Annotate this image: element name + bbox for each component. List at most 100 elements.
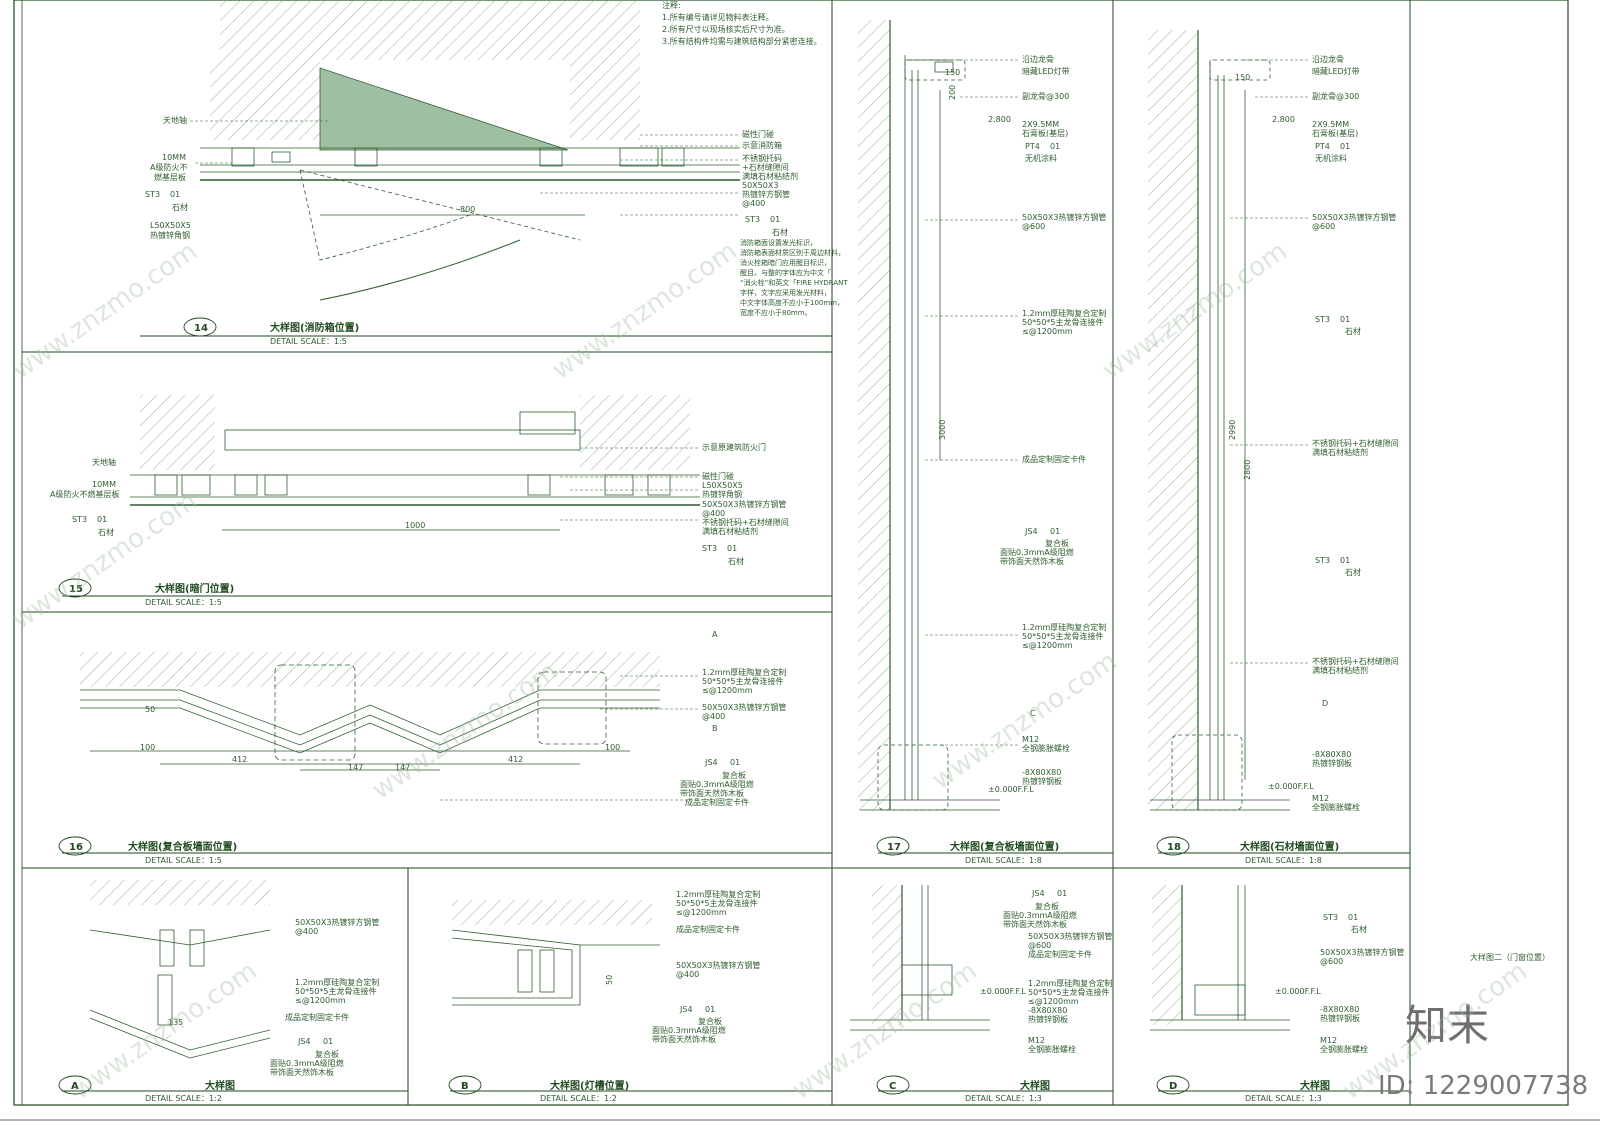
tag-code: JS4 [704, 758, 718, 767]
label: 不锈钢托码 [742, 153, 782, 163]
label: 1.2mm厚硅陶复合定制 [702, 667, 786, 677]
label: 复合板 [698, 1016, 722, 1026]
label: 成品定制固定卡件 [285, 1012, 349, 1022]
label: 示意消防箱 [742, 140, 782, 150]
callout-b: B [712, 724, 718, 733]
label: 成品定制固定卡件 [1022, 454, 1086, 464]
detail-c-number: C [889, 1081, 896, 1092]
label: ≤@1200mm [1028, 997, 1079, 1006]
label: 2X9.5MM [1022, 120, 1059, 129]
dimension: 100 [605, 743, 620, 752]
label: 不锈钢托码+石材缝隙间 [1312, 438, 1399, 448]
label: 暗藏LED灯带 [1022, 66, 1070, 76]
detail-17-drawing [858, 20, 1000, 811]
dimension: 3000 [938, 420, 947, 440]
label: 全钢膨胀螺栓 [1312, 802, 1360, 812]
detail-16-labels: 1.2mm厚硅陶复合定制 50*50*5主龙骨连接件 ≤@1200mm 50X5… [140, 630, 786, 807]
dimension: 135 [168, 1018, 183, 1027]
label: @400 [742, 199, 765, 208]
label: 石材 [98, 527, 114, 537]
label: 复合板 [722, 770, 746, 780]
label: 带饰面天然饰木板 [1000, 556, 1064, 566]
label: 热镀锌角钢 [702, 489, 742, 499]
label: @400 [676, 970, 699, 979]
label: 副龙骨@300 [1312, 91, 1359, 101]
detail-b-scale: DETAIL SCALE：1:2 [540, 1094, 617, 1103]
detail-14-number: 14 [194, 323, 208, 334]
detail-17-labels: 沿边龙骨 暗藏LED灯带 副龙骨@300 2X9.5MM 石膏板(基层) PT4… [938, 54, 1106, 794]
detail-14-labels: 天地轴 10MM A级防火不 燃基层板 ST3 01 石材 L50X50X5 热… [145, 115, 848, 317]
level: ±0.000F.F.L [980, 987, 1026, 996]
detail-a-title: 大样图 [205, 1079, 235, 1092]
label: M12 [1312, 794, 1329, 803]
tag-code: ST3 [702, 544, 717, 553]
label: 50*50*5主龙骨连接件 [295, 986, 376, 996]
label: 面贴0.3mmA级阻燃 [270, 1058, 344, 1068]
label: @400 [702, 509, 725, 518]
label: 热镀锌钢板 [1320, 1013, 1360, 1023]
label: 副龙骨@300 [1022, 91, 1069, 101]
label: 磁性门碰 [742, 129, 774, 139]
notes: 注释: 1.所有编号请详见物料表注释。 2.所有尺寸以现场核实后尺寸为准。 3.… [662, 0, 822, 46]
detail-15-scale: DETAIL SCALE：1:5 [145, 598, 222, 607]
detail-c-d-drawing [850, 885, 1290, 1031]
tag-number: 01 [730, 758, 740, 767]
tag-number: 01 [1050, 142, 1060, 151]
label: 50*50*5主龙骨连接件 [1028, 987, 1109, 997]
detail-a-b-drawing [89, 880, 660, 1059]
detail-16-title: 大样图(复合板墙面位置) [128, 840, 237, 853]
label: 全钢膨胀螺栓 [1320, 1044, 1368, 1054]
level: 2.800 [1272, 115, 1295, 124]
label: 2X9.5MM [1312, 120, 1349, 129]
label: 热镀锌钢板 [1022, 776, 1062, 786]
label: 沿边龙骨 [1022, 54, 1054, 64]
label: 带饰面天然饰木板 [1003, 919, 1067, 929]
tag-code: ST3 [1315, 315, 1330, 324]
detail-titles: 14 大样图(消防箱位置) DETAIL SCALE：1:5 15 大样图(暗门… [69, 321, 1339, 1103]
label: 50*50*5主龙骨连接件 [1022, 317, 1103, 327]
label: 热镀锌角钢 [150, 230, 190, 240]
label: ≤@1200mm [702, 686, 753, 695]
label: 10MM [162, 153, 186, 162]
detail-15-number: 15 [69, 584, 83, 595]
note-line: 消火栓箱暗门应用醒目标识， [740, 258, 831, 267]
level: ±0.000F.F.L [988, 785, 1034, 794]
dimension: 412 [508, 755, 523, 764]
detail-a-number: A [71, 1081, 79, 1092]
label: 50X50X3 [742, 181, 778, 190]
tag-number: 01 [1057, 889, 1067, 898]
label: 面贴0.3mmA级阻燃 [1003, 910, 1077, 920]
label: 50*50*5主龙骨连接件 [676, 898, 757, 908]
label: 50X50X3热镀锌方钢管 [702, 499, 786, 509]
detail-d-labels: ST3 01 石材 50X50X3热镀锌方钢管 @600 ±0.000F.F.L… [1275, 913, 1404, 1054]
tag-code: JS4 [297, 1037, 311, 1046]
tag-number: 01 [170, 190, 180, 199]
label: 50*50*5主龙骨连接件 [702, 676, 783, 686]
detail-17-scale: DETAIL SCALE：1:8 [965, 856, 1042, 865]
label: @600 [1312, 222, 1335, 231]
detail-a-scale: DETAIL SCALE：1:2 [145, 1094, 222, 1103]
notes-line-3: 3.所有结构件均需与建筑结构部分紧密连接。 [662, 36, 822, 46]
level: 2.800 [988, 115, 1011, 124]
leader-lines [190, 59, 1310, 801]
label: 50X50X3热镀锌方钢管 [676, 960, 760, 970]
label: 面贴0.3mmA级阻燃 [680, 779, 754, 789]
label: M12 [1022, 735, 1039, 744]
dimension: 147 [348, 763, 363, 772]
label: 全钢膨胀螺栓 [1022, 743, 1070, 753]
note-line: 消防箱面设置发光标识， [740, 238, 817, 247]
detail-b-number: B [461, 1081, 469, 1092]
tag-code: ST3 [1315, 556, 1330, 565]
label: M12 [1320, 1036, 1337, 1045]
label: -8X80X80 [1028, 1006, 1067, 1015]
label: 复合板 [315, 1049, 339, 1059]
note-line: “消火栓”和英文「FIRE HYDRANT [740, 278, 848, 287]
note-line: 消防箱表面材质区别于周边材料， [740, 248, 845, 257]
label: A级防火不 [150, 162, 187, 172]
detail-18-scale: DETAIL SCALE：1:8 [1245, 856, 1322, 865]
detail-16-scale: DETAIL SCALE：1:5 [145, 856, 222, 865]
label: @400 [295, 927, 318, 936]
detail-18-drawing [1148, 30, 1290, 811]
label: 不锈钢托码+石材缝隙间 [702, 517, 789, 527]
